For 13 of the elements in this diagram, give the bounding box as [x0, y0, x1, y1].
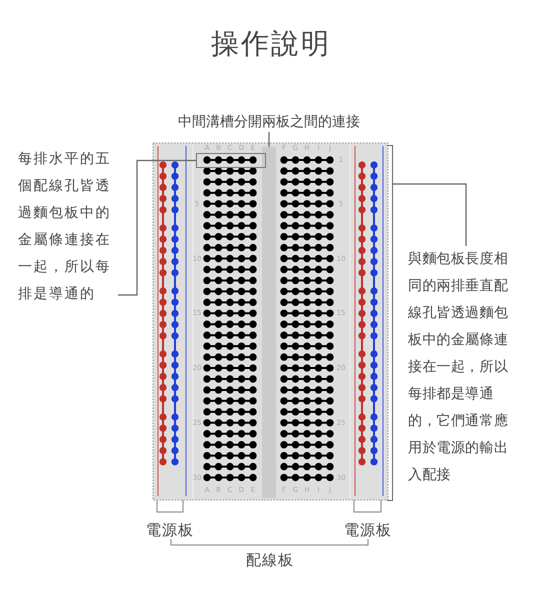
section-label: 配線板 [246, 551, 294, 569]
callout-text: 與麵包板長度相同的兩排垂直配線孔皆透過麵包板中的金屬條連接在一起，所以每排都是導通的，它們通常應用於電源的輸出入配接 [408, 246, 518, 492]
leader-line [118, 160, 196, 296]
section-label: 電源板 [146, 521, 194, 539]
leader-line [393, 183, 467, 246]
center-channel [262, 147, 276, 498]
section-label: 電源板 [344, 521, 392, 539]
leader-line [268, 132, 270, 147]
bracket [387, 145, 393, 501]
callout-text: 每排水平的五個配線孔皆透過麵包板中的金屬條連接在一起，所以每排是導通的 [18, 146, 118, 310]
highlight-box [196, 153, 266, 168]
title: 操作說明 [211, 26, 331, 62]
callout-text: 中間溝槽分開兩板之間的連接 [169, 112, 369, 132]
